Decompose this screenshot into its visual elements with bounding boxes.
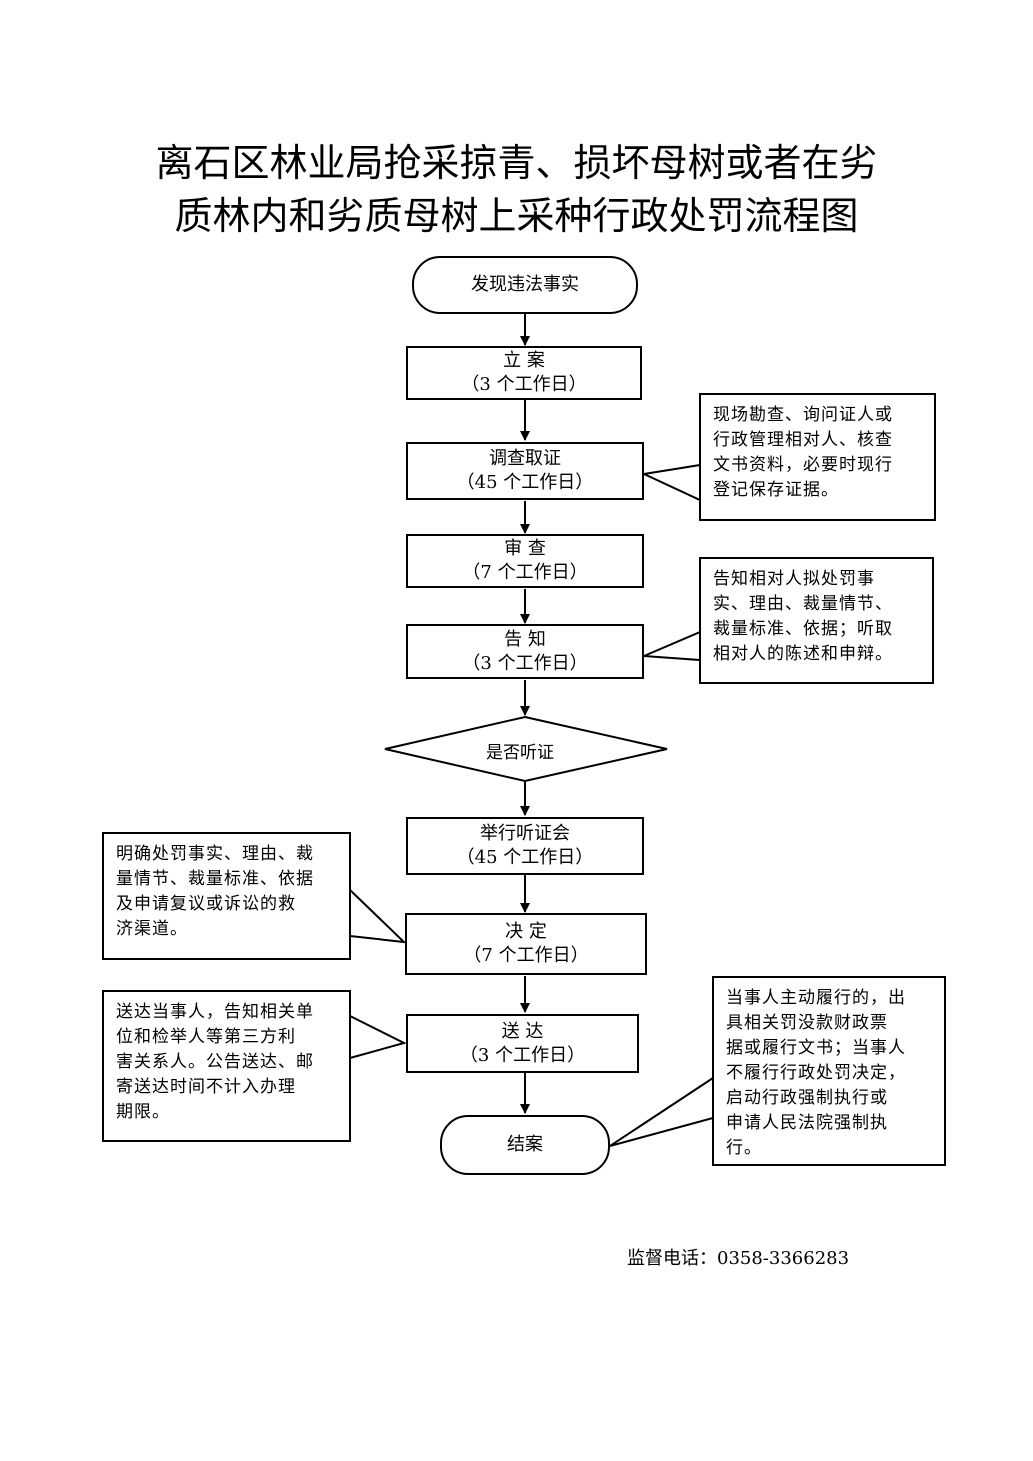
note-line: 相对人的陈述和申辩。 bbox=[713, 644, 893, 664]
review-days: （7 个工作日） bbox=[462, 562, 588, 583]
end-label: 结案 bbox=[507, 1134, 543, 1155]
hearing-node: 举行听证会 （45 个工作日） bbox=[406, 817, 644, 875]
review-name: 审 查 bbox=[504, 538, 546, 559]
note-line: 济渠道。 bbox=[116, 919, 188, 939]
supervision-phone: 监督电话：0358-3366283 bbox=[627, 1248, 850, 1269]
note-line: 害关系人。公告送达、邮 bbox=[116, 1052, 314, 1072]
page-title-line-2: 质林内和劣质母树上采种行政处罚流程图 bbox=[174, 194, 859, 238]
callout-pointer-notice bbox=[643, 630, 701, 662]
investigation-node: 调查取证 （45 个工作日） bbox=[406, 442, 644, 500]
callout-pointer-end bbox=[609, 1076, 714, 1147]
note-line: 行政管理相对人、核查 bbox=[713, 430, 893, 450]
note-line: 文书资料，必要时现行 bbox=[713, 455, 893, 475]
delivery-days: （3 个工作日） bbox=[459, 1044, 586, 1066]
note-line: 不履行行政处罚决定， bbox=[726, 1063, 906, 1083]
callout-pointer-decision bbox=[349, 887, 407, 944]
note-line: 具相关罚没款财政票 bbox=[726, 1013, 888, 1033]
hearing-days: （45 个工作日） bbox=[456, 847, 594, 868]
note-line: 登记保存证据。 bbox=[713, 480, 839, 500]
note-line: 送达当事人，告知相关单 bbox=[116, 1002, 314, 1022]
note-line: 行。 bbox=[726, 1138, 762, 1158]
decision-name: 决 定 bbox=[505, 921, 547, 942]
note-line: 明确处罚事实、理由、裁 bbox=[116, 844, 314, 864]
notice-node: 告 知 （3 个工作日） bbox=[406, 624, 644, 679]
note-line: 寄送达时间不计入办理 bbox=[116, 1077, 296, 1097]
hearing-decision-label: 是否听证 bbox=[486, 743, 554, 763]
note-delivery: 送达当事人，告知相关单 位和检举人等第三方利 害关系人。公告送达、邮 寄送达时间… bbox=[102, 990, 351, 1142]
filing-node: 立 案 （3 个工作日） bbox=[406, 346, 642, 400]
investigation-name: 调查取证 bbox=[489, 448, 561, 469]
notice-name: 告 知 bbox=[504, 628, 546, 650]
note-end: 当事人主动履行的，出 具相关罚没款财政票 据或履行文书；当事人 不履行行政处罚决… bbox=[712, 976, 946, 1166]
note-line: 裁量标准、依据；听取 bbox=[713, 619, 893, 639]
note-line: 位和检举人等第三方利 bbox=[116, 1027, 296, 1047]
note-investigation: 现场勘查、询问证人或 行政管理相对人、核查 文书资料，必要时现行 登记保存证据。 bbox=[699, 393, 936, 521]
start-label: 发现违法事实 bbox=[471, 274, 579, 295]
callout-pointer-investigation bbox=[640, 463, 701, 502]
review-node: 审 查 （7 个工作日） bbox=[406, 534, 644, 588]
start-node: 发现违法事实 bbox=[412, 256, 638, 314]
note-line: 启动行政强制执行或 bbox=[726, 1088, 888, 1108]
page-title-line-1: 离石区林业局抢采掠青、损坏母树或者在劣 bbox=[155, 141, 878, 185]
callout-pointer-delivery bbox=[349, 1014, 407, 1060]
delivery-node: 送 达 （3 个工作日） bbox=[406, 1014, 639, 1073]
notice-days: （3 个工作日） bbox=[462, 652, 588, 674]
decision-node: 决 定 （7 个工作日） bbox=[405, 913, 647, 975]
hearing-name: 举行听证会 bbox=[480, 823, 570, 844]
decision-days: （7 个工作日） bbox=[463, 945, 589, 966]
investigation-days: （45 个工作日） bbox=[456, 472, 594, 493]
filing-days: （3 个工作日） bbox=[461, 374, 587, 395]
note-line: 期限。 bbox=[116, 1102, 170, 1122]
note-line: 及申请复议或诉讼的救 bbox=[116, 894, 296, 914]
note-line: 申请人民法院强制执 bbox=[726, 1113, 888, 1133]
note-line: 量情节、裁量标准、依据 bbox=[116, 869, 314, 889]
delivery-name: 送 达 bbox=[501, 1020, 544, 1042]
note-line: 现场勘查、询问证人或 bbox=[713, 405, 893, 425]
note-line: 据或履行文书；当事人 bbox=[726, 1038, 906, 1058]
note-line: 告知相对人拟处罚事 bbox=[713, 569, 875, 589]
note-line: 当事人主动履行的，出 bbox=[726, 988, 906, 1008]
hearing-decision-diamond bbox=[384, 715, 668, 783]
filing-name: 立 案 bbox=[503, 350, 545, 371]
note-line: 实、理由、裁量情节、 bbox=[713, 594, 893, 614]
end-node: 结案 bbox=[440, 1115, 610, 1175]
note-notice: 告知相对人拟处罚事 实、理由、裁量情节、 裁量标准、依据；听取 相对人的陈述和申… bbox=[699, 557, 934, 684]
note-decision: 明确处罚事实、理由、裁 量情节、裁量标准、依据 及申请复议或诉讼的救 济渠道。 bbox=[102, 832, 351, 960]
